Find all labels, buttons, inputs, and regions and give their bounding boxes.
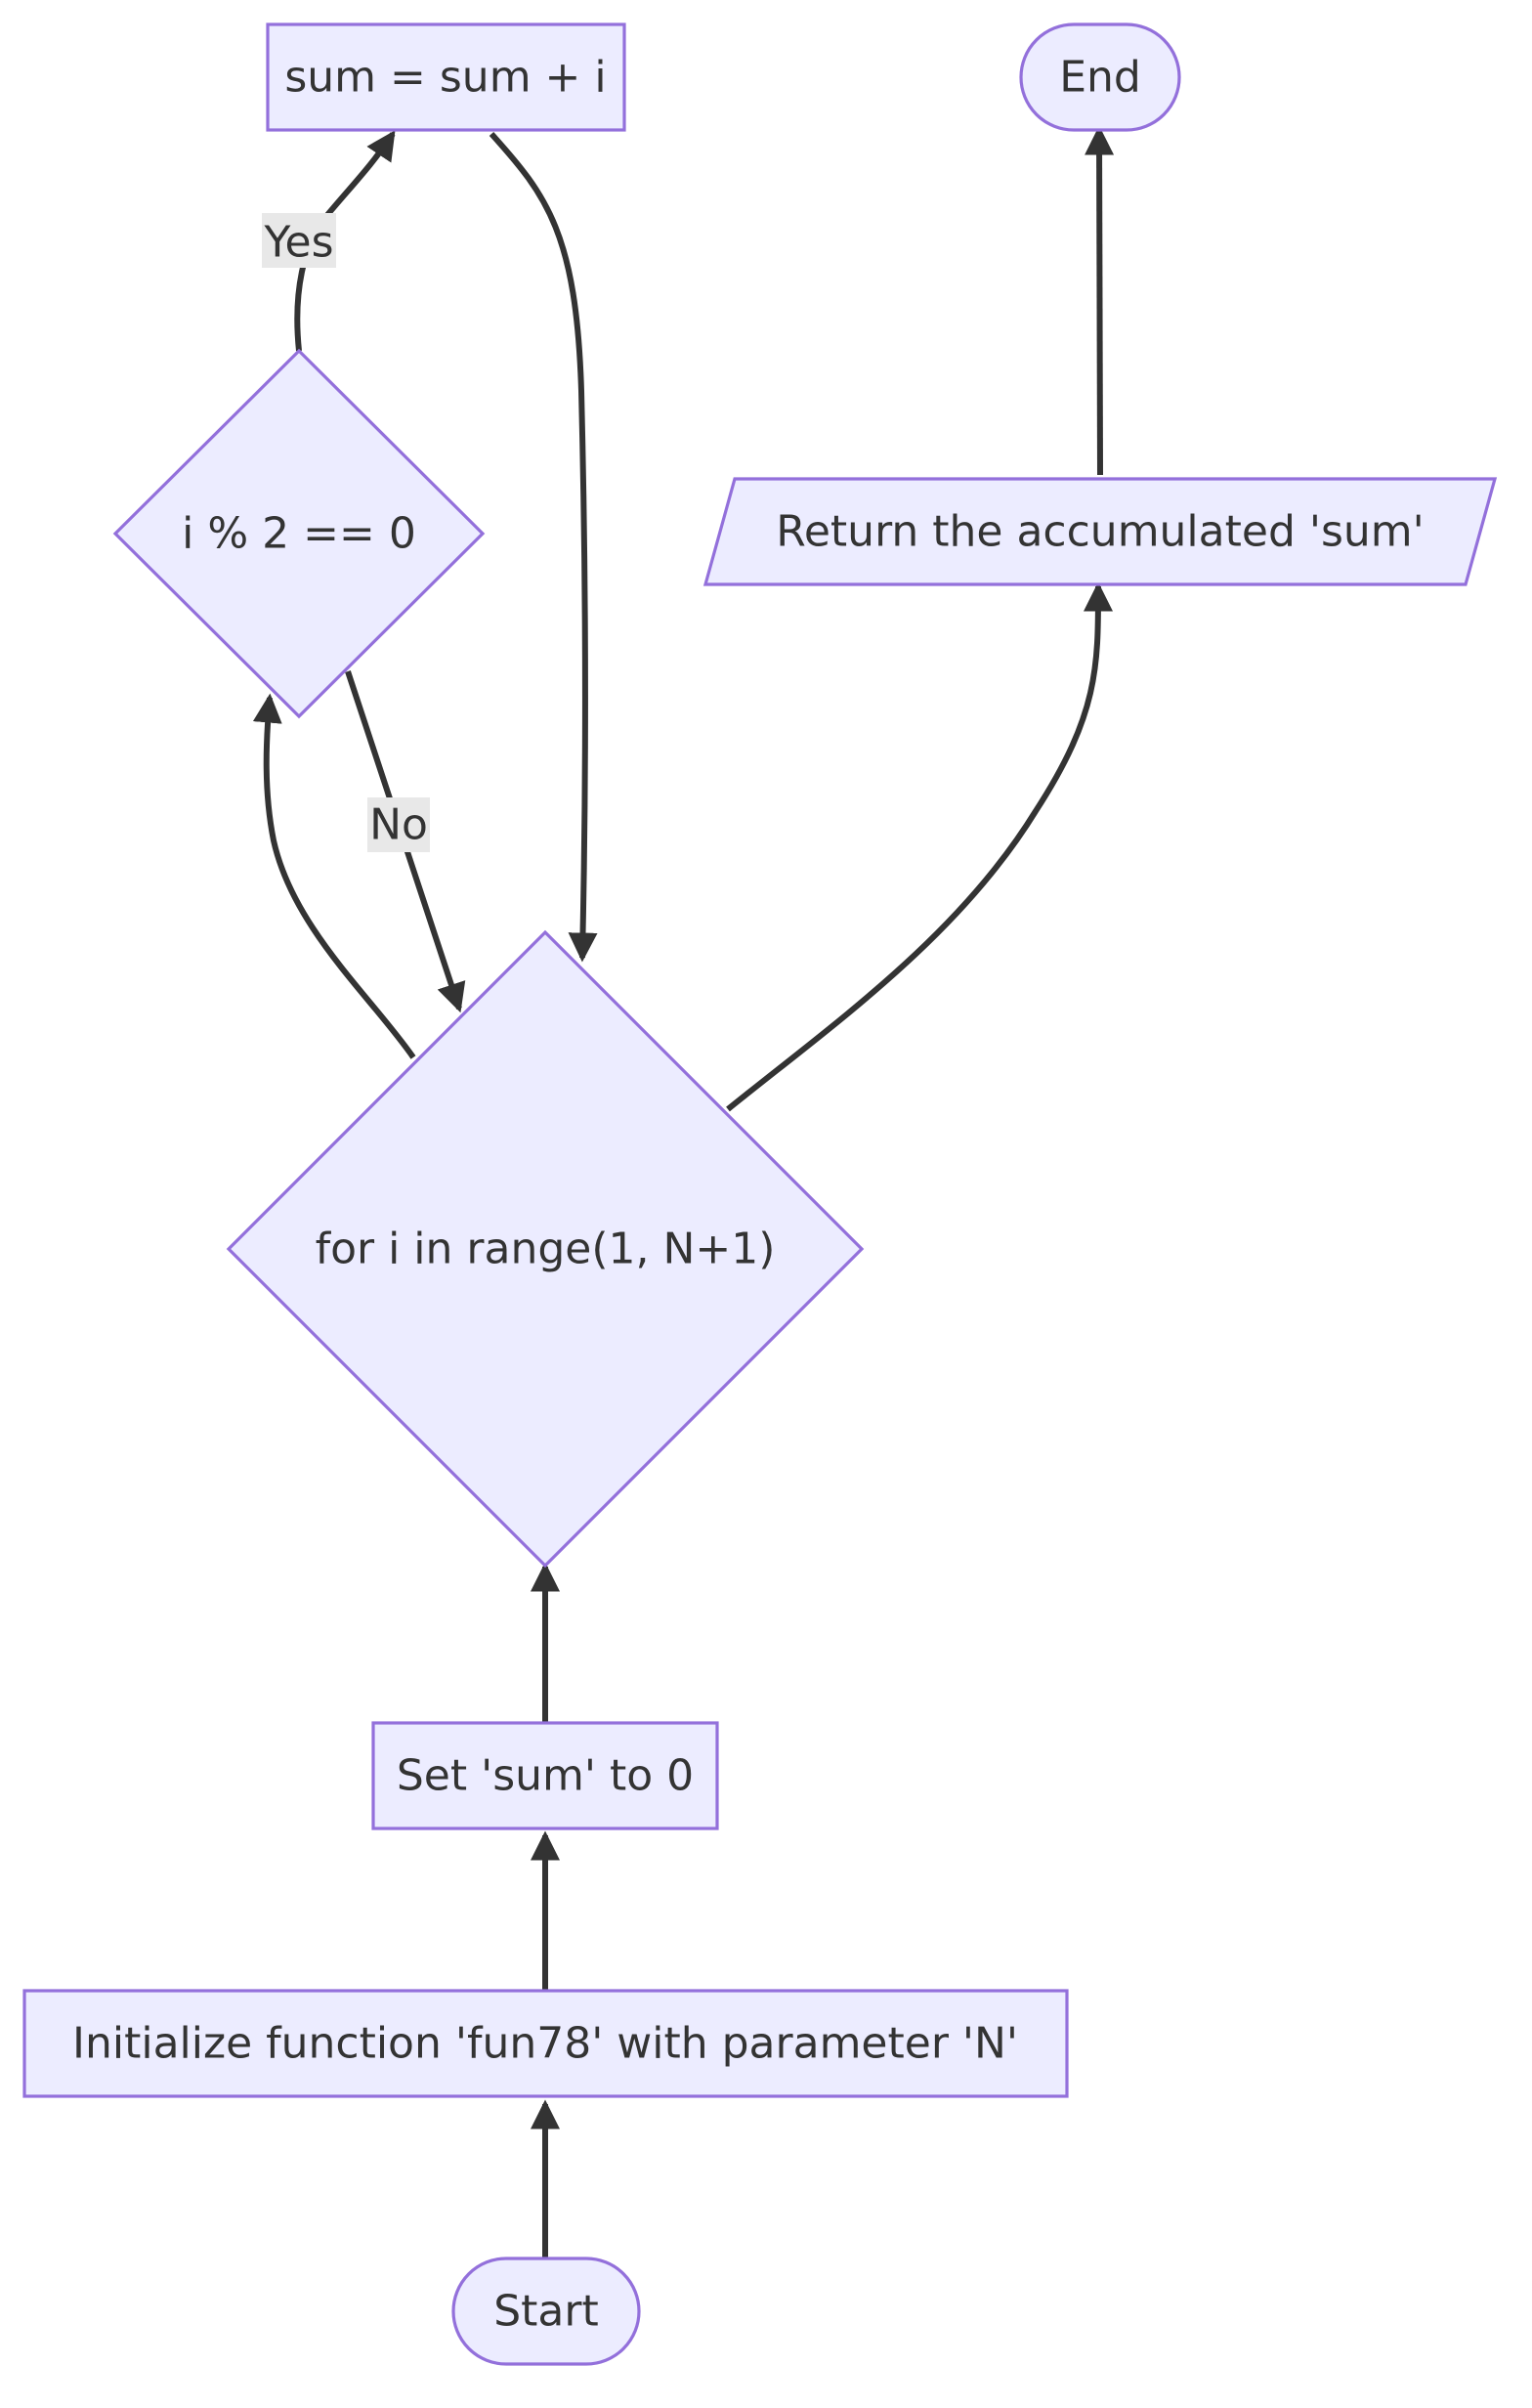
edge-label-no-text: No bbox=[369, 800, 428, 850]
edge-add-to-loop bbox=[489, 131, 598, 963]
node-end: End bbox=[1019, 22, 1181, 132]
edge-loop-to-return bbox=[726, 581, 1114, 1112]
node-init-label: Initialize function 'fun78' with paramet… bbox=[72, 2019, 1018, 2069]
edge-label-no: No bbox=[367, 797, 430, 852]
node-check-even-decision: i % 2 == 0 bbox=[112, 348, 486, 719]
node-loop-label: for i in range(1, N+1) bbox=[316, 1225, 776, 1274]
node-return-label: Return the accumulated 'sum' bbox=[776, 507, 1424, 557]
edge-return-to-end bbox=[1085, 125, 1115, 476]
node-end-label: End bbox=[1059, 53, 1141, 103]
edge-loop-to-check-even bbox=[252, 693, 416, 1059]
node-set-sum-label: Set 'sum' to 0 bbox=[397, 1751, 694, 1801]
edge-label-yes: Yes bbox=[262, 213, 336, 268]
node-add-label: sum = sum + i bbox=[284, 53, 606, 103]
node-set-sum: Set 'sum' to 0 bbox=[371, 1721, 719, 1830]
node-start: Start bbox=[451, 2257, 641, 2366]
node-start-label: Start bbox=[493, 2287, 599, 2337]
node-check-even-label: i % 2 == 0 bbox=[182, 509, 416, 559]
node-add: sum = sum + i bbox=[266, 22, 626, 132]
node-return: Return the accumulated 'sum' bbox=[702, 477, 1498, 586]
edge-label-yes-text: Yes bbox=[263, 218, 333, 268]
node-loop-decision: for i in range(1, N+1) bbox=[226, 929, 865, 1569]
node-init: Initialize function 'fun78' with paramet… bbox=[22, 1989, 1069, 2098]
